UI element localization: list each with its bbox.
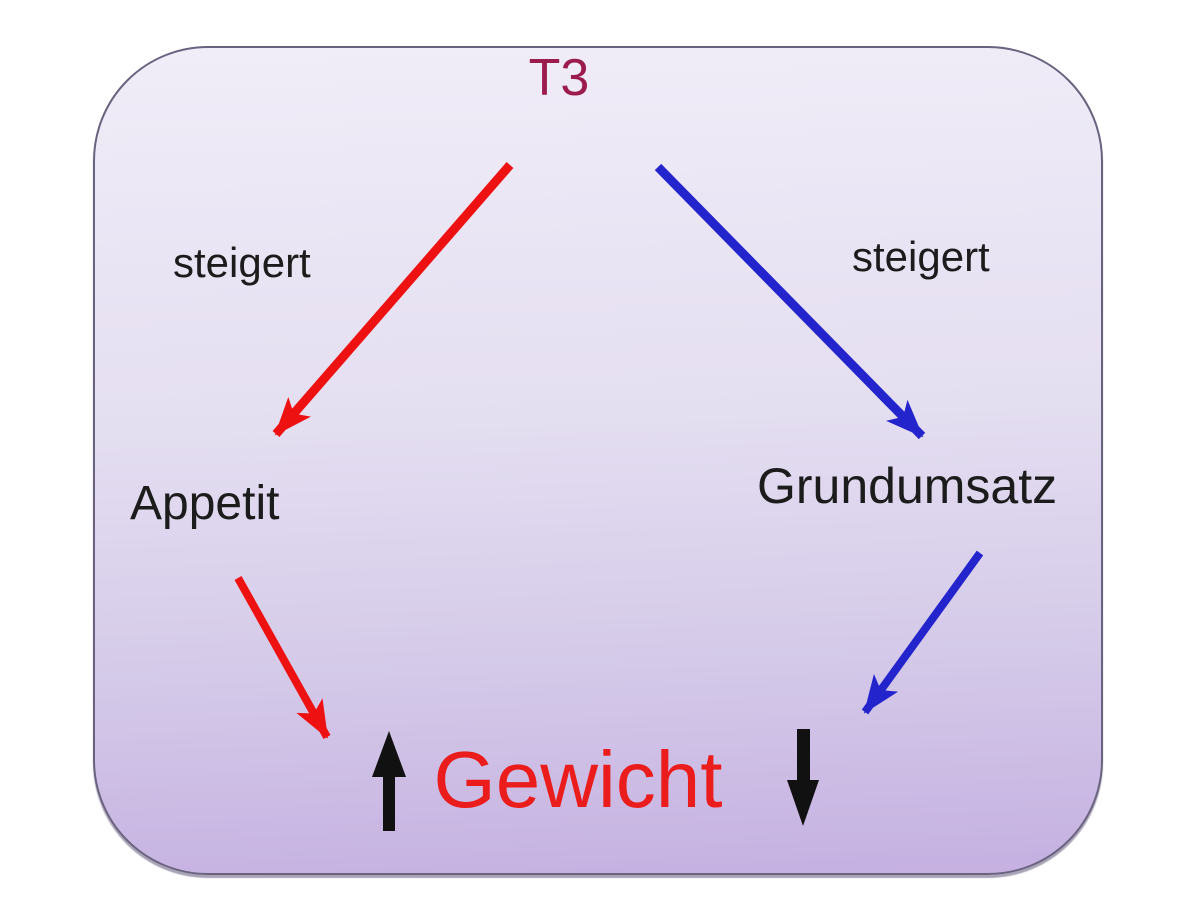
edge-label-steigert-right: steigert — [852, 233, 990, 280]
node-t3: T3 — [528, 49, 590, 107]
edge-label-steigert-left: steigert — [173, 239, 311, 286]
node-gewicht: Gewicht — [433, 735, 723, 824]
node-grundumsatz: Grundumsatz — [757, 458, 1058, 514]
node-appetit: Appetit — [130, 477, 280, 530]
